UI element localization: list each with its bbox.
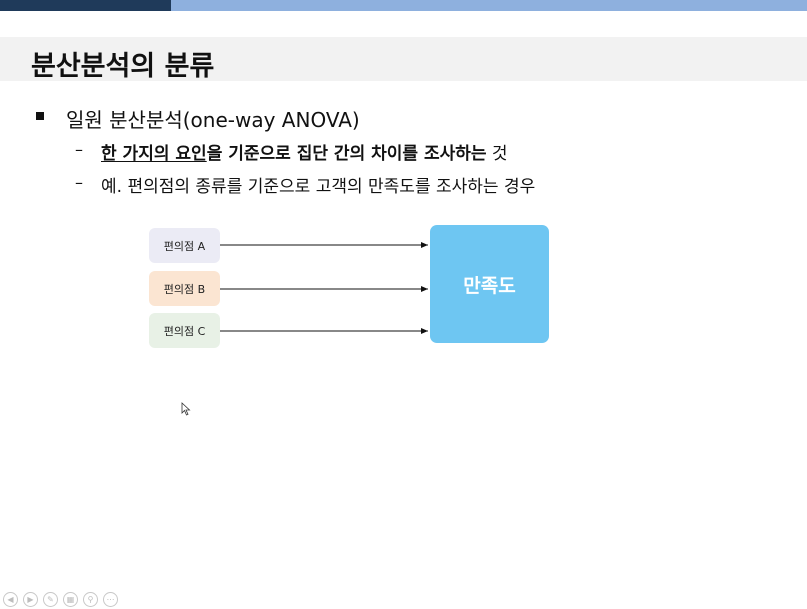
bullet-marker [36,112,44,120]
bullet-text: 일원 분산분석(one-way ANOVA) [66,108,360,132]
slides-icon[interactable]: ▦ [63,592,78,607]
group-node-a: 편의점 A [149,228,220,263]
sub-bullet-example: 예. 편의점의 종류를 기준으로 고객의 만족도를 조사하는 경우 [101,177,536,197]
sub-bullet-definition: 한 가지의 요인을 기준으로 집단 간의 차이를 조사하는 것 [101,139,508,164]
title-band [0,37,807,81]
zoom-icon[interactable]: ⚲ [83,592,98,607]
slideshow-nav: ◀ ▶ ✎ ▦ ⚲ ⋯ [3,592,118,607]
prev-icon[interactable]: ◀ [3,592,18,607]
slide-title: 분산분석의 분류 [31,51,215,82]
sub-bullet-dash: – [75,173,83,192]
more-icon[interactable]: ⋯ [103,592,118,607]
definition-emphasis: 한 가지의 요인 [101,144,207,164]
satisfaction-box: 만족도 [430,225,549,343]
pen-icon[interactable]: ✎ [43,592,58,607]
mouse-cursor-icon [181,402,191,416]
definition-tail: 것 [486,144,508,164]
definition-bold: 을 기준으로 집단 간의 차이를 조사하는 [206,144,487,164]
group-node-c: 편의점 C [149,313,220,348]
header-bar-dark [0,0,171,11]
header-bar-light [171,0,807,11]
group-node-b: 편의점 B [149,271,220,306]
next-icon[interactable]: ▶ [23,592,38,607]
sub-bullet-dash: – [75,140,83,159]
